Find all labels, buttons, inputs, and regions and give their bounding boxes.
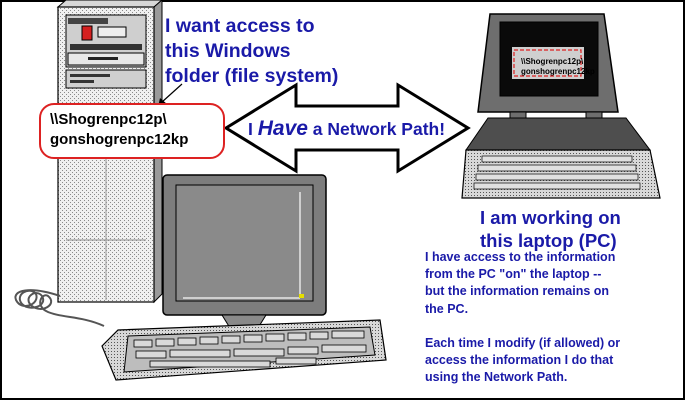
description-line: from the PC "on" the laptop -- — [425, 267, 602, 282]
laptop-caption: I am working on this laptop (PC) — [480, 206, 621, 252]
network-label-suffix: a Network Path! — [307, 119, 446, 139]
description-spacer — [425, 318, 620, 335]
pc-caption-line: folder (file system) — [165, 65, 339, 87]
network-path-label: I Have a Network Path! — [248, 117, 445, 141]
caption-pointer-line — [161, 83, 183, 103]
laptop-caption-line: this laptop (PC) — [480, 230, 617, 251]
desktop-keyboard-clipart — [101, 319, 387, 381]
keyboard-cord — [14, 289, 105, 327]
laptop-screen-path-line: gonshogrenpc12kp — [521, 67, 595, 76]
unc-path-line: \\Shogrenpc12p\ — [50, 111, 167, 128]
network-label-prefix: I — [248, 119, 258, 139]
description-text: I have access to the information from th… — [425, 249, 620, 387]
description-line: I have access to the information — [425, 250, 616, 264]
pc-caption: I want access to this Windows folder (fi… — [165, 14, 338, 89]
crt-monitor-clipart — [162, 174, 327, 329]
description-line: using the Network Path. — [425, 370, 568, 385]
pc-caption-line: I want access to — [165, 15, 315, 37]
network-path-arrow — [223, 82, 471, 174]
laptop-screen-path: \\Shogrenpc12p\ gonshogrenpc12kp — [521, 57, 595, 77]
description-line: the PC. — [425, 301, 469, 316]
description-line: but the information remains on — [425, 284, 610, 299]
laptop-clipart — [461, 13, 661, 199]
description-line: Each time I modify (if allowed) or — [425, 336, 621, 351]
laptop-screen-path-line: \\Shogrenpc12p\ — [521, 57, 584, 66]
laptop-caption-line: I am working on — [480, 207, 621, 228]
pc-caption-line: this Windows — [165, 40, 291, 62]
unc-path-text: \\Shogrenpc12p\ gonshogrenpc12kp — [50, 110, 188, 150]
unc-path-line: gonshogrenpc12kp — [50, 131, 189, 148]
network-label-emphasis: Have — [257, 117, 308, 140]
laptop-path-highlight — [513, 49, 582, 77]
unc-path-highlight — [39, 103, 225, 159]
description-line: access the information I do that — [425, 353, 614, 368]
